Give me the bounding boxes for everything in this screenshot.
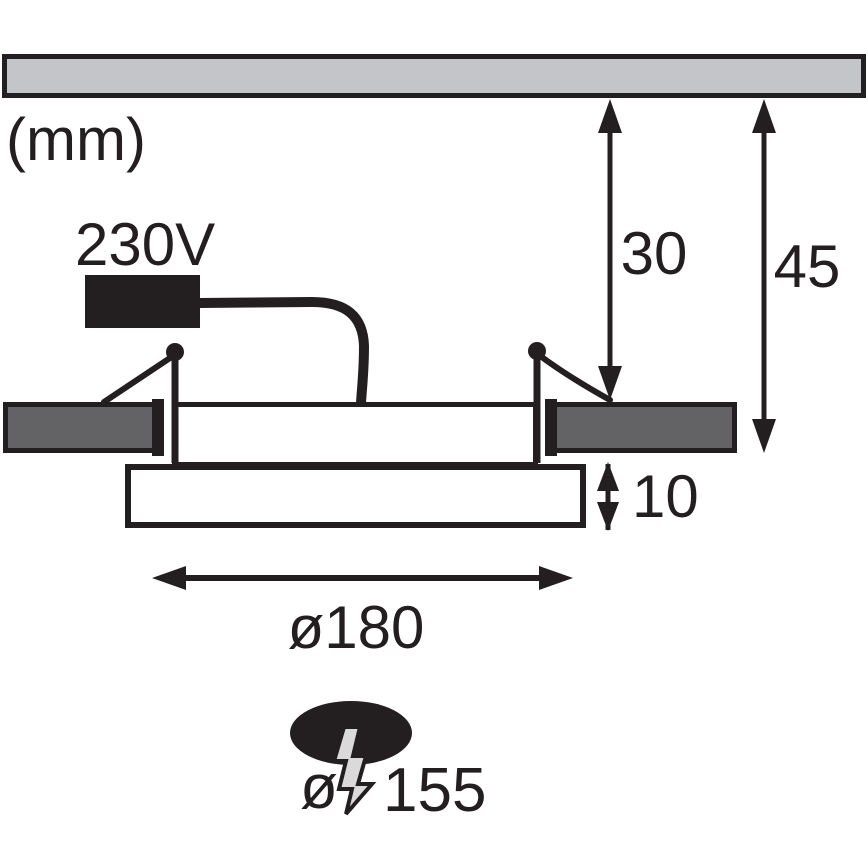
lightning-bolt-icon bbox=[331, 725, 377, 816]
arrowhead-right-icon bbox=[539, 566, 573, 590]
arrowhead-up-icon bbox=[598, 99, 622, 133]
mains-cable bbox=[194, 296, 370, 408]
right-clip-spring bbox=[536, 352, 613, 403]
dimension-total-depth: 45 bbox=[752, 99, 840, 453]
unit-label: (mm) bbox=[6, 106, 146, 173]
left-clip-edge-bar bbox=[152, 399, 164, 456]
panel-diameter-label: ø180 bbox=[288, 594, 425, 661]
dimension-panel-thickness: 10 bbox=[597, 462, 699, 531]
driver-box bbox=[85, 275, 200, 328]
left-mounting-clip bbox=[3, 343, 184, 463]
left-clip-spring bbox=[101, 353, 176, 405]
cutout-diameter-value: 155 bbox=[383, 756, 486, 825]
left-clip-pivot bbox=[166, 343, 184, 361]
arrowhead-down-icon bbox=[598, 366, 622, 400]
right-clip-block bbox=[549, 402, 737, 453]
cutout-diameter-prefix: ø bbox=[300, 753, 338, 822]
recess-depth-label: 30 bbox=[621, 220, 688, 287]
dimension-panel-diameter: ø180 bbox=[152, 566, 573, 661]
housing-body bbox=[172, 402, 538, 467]
arrowhead-up-icon bbox=[752, 99, 776, 133]
arrowhead-down-icon bbox=[752, 419, 776, 453]
dimension-recess-depth: 30 bbox=[598, 99, 687, 400]
total-depth-label: 45 bbox=[774, 233, 841, 300]
arrowhead-up-icon bbox=[597, 462, 619, 491]
right-clip-edge-bar bbox=[545, 399, 557, 456]
cutout-indicator: ø 155 bbox=[290, 701, 486, 825]
right-mounting-clip bbox=[528, 342, 737, 463]
panel-thickness-label: 10 bbox=[632, 463, 699, 530]
arrowhead-down-icon bbox=[597, 502, 619, 531]
right-clip-pivot bbox=[528, 342, 546, 360]
left-clip-block bbox=[3, 402, 162, 453]
arrowhead-left-icon bbox=[152, 566, 186, 590]
panel-body bbox=[125, 464, 586, 528]
voltage-label: 230V bbox=[75, 211, 215, 278]
ceiling-bar bbox=[2, 54, 866, 98]
